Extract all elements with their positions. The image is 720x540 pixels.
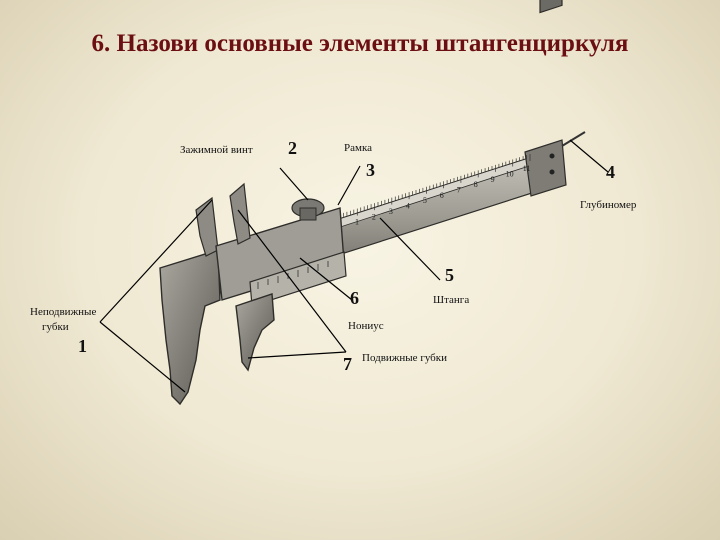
vernier-plate: [249, 251, 347, 307]
leader-7a: [237, 209, 347, 353]
leader-4: [569, 139, 609, 173]
leader-2: [279, 167, 309, 201]
leader-lines: [99, 139, 609, 393]
fixed-upper-jaw: [195, 196, 219, 257]
scale-tick-label: 9: [491, 175, 495, 184]
leader-1a: [99, 199, 213, 323]
leader-5: [379, 217, 441, 281]
label-depth-gauge: Глубиномер: [580, 199, 637, 211]
number-4: 4: [606, 162, 615, 182]
number-6: 6: [350, 288, 359, 308]
scale-tick-label: 1: [355, 218, 359, 227]
fixed-jaw-body: [159, 249, 221, 406]
scale-tick-label: 7: [457, 186, 461, 195]
leader-3: [337, 165, 361, 206]
label-fixed-jaws-2: губки: [42, 321, 69, 333]
number-2: 2: [288, 138, 297, 158]
number-1: 1: [78, 336, 87, 356]
scale-tick-label: 11: [523, 164, 531, 173]
label-fixed-jaws-1: Неподвижные: [30, 306, 97, 318]
number-7: 7: [343, 354, 352, 374]
label-beam: Штанга: [433, 294, 470, 306]
movable-upper-jaw: [229, 182, 251, 245]
number-3: 3: [366, 160, 375, 180]
depth-gauge-rivet-top: [549, 153, 555, 159]
leader-6: [299, 257, 353, 301]
label-frame: Рамка: [344, 142, 373, 154]
number-5: 5: [445, 265, 454, 285]
label-clamp-screw: Зажимной винт: [180, 144, 253, 156]
page-title: 6. Назови основные элементы штангенцирку…: [91, 30, 629, 57]
leader-1b: [99, 321, 186, 393]
scale-tick-label: 3: [389, 207, 393, 216]
label-vernier: Нониус: [348, 320, 384, 332]
depth-gauge-rod: [561, 131, 586, 147]
scale-tick-label: 2: [372, 212, 376, 221]
scale-tick-label: 10: [506, 169, 514, 178]
scale-tick-label: 4: [406, 202, 410, 211]
scale-tick-label: 5: [423, 196, 427, 205]
scale-tick-label: 6: [440, 191, 444, 200]
scale-tick-label: 8: [474, 180, 478, 189]
movable-lower-jaw: [235, 293, 275, 372]
depth-gauge-cap: [539, 0, 563, 14]
label-movable-jaws: Подвижные губки: [362, 352, 448, 364]
beam-scale: 1 2 3 4 5 6 7 8 9 10 11: [339, 154, 531, 227]
clamp-screw-stem: [299, 207, 317, 221]
depth-gauge-end: [524, 139, 567, 197]
depth-gauge-rivet-bottom: [549, 169, 555, 175]
leader-7b: [247, 351, 347, 359]
